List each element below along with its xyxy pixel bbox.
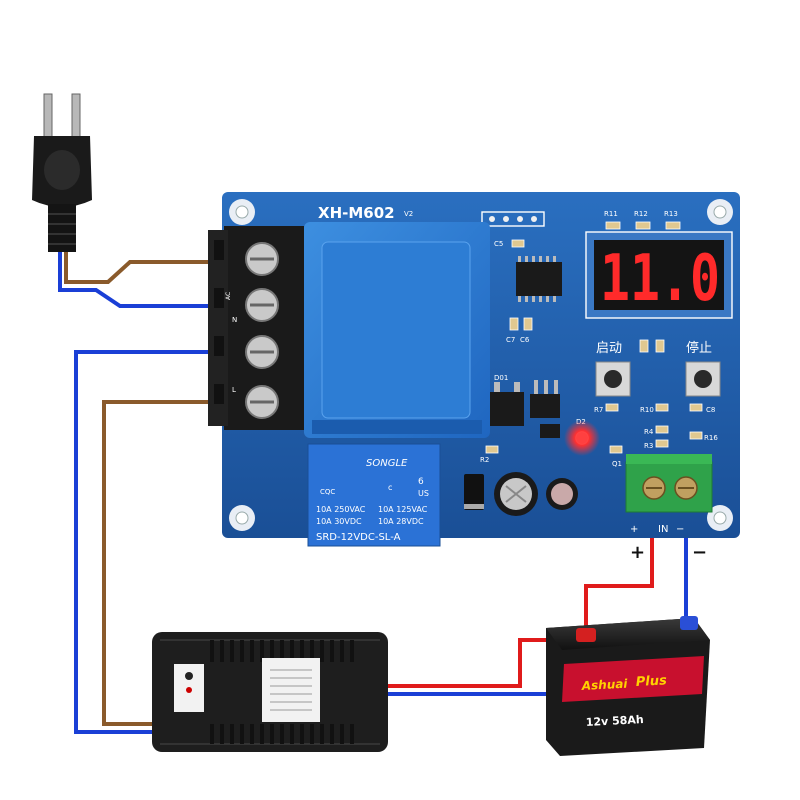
label-c7: C7: [506, 336, 515, 344]
label-q1: Q1: [612, 460, 622, 468]
label-r7: R7: [594, 406, 603, 414]
term-label-l: L: [232, 386, 236, 394]
plug-prong-right: [71, 93, 81, 139]
term-label-ac: AC: [225, 292, 232, 300]
dc-terminal-block: [625, 454, 713, 513]
red-wire-in-plus: [584, 500, 654, 640]
battery-brand-b: Plus: [635, 673, 667, 690]
label-c5: C5: [494, 240, 503, 248]
blue-wire-adapter-in: [74, 350, 258, 734]
adapter-vents: [210, 640, 354, 744]
label-r16: R16: [704, 434, 718, 442]
label-r2: R2: [480, 456, 489, 464]
regulator: [490, 382, 524, 426]
battery-terminal-plus[interactable]: [576, 628, 596, 642]
relay-us-mark: US: [418, 489, 429, 498]
label-r3: R3: [644, 442, 653, 450]
component-labels: R11 R12 R13 C5 C7 C6 D01 D2 R7 R10 C8 R4…: [470, 210, 718, 486]
battery-terminal-minus[interactable]: [680, 616, 698, 630]
power-adapter: [152, 632, 388, 752]
relay-model: SRD-12VDC-SL-A: [316, 532, 401, 543]
display-value: 11.0: [600, 242, 720, 316]
label-c8: C8: [706, 406, 715, 414]
board-model-label: XH-M602: [318, 204, 395, 222]
label-r12: R12: [634, 210, 648, 218]
brown-wire-ac: [64, 250, 258, 284]
capacitor-small: [546, 478, 578, 510]
label-c6: C6: [520, 336, 530, 344]
relay-line2a: 10A 30VDC: [316, 517, 362, 526]
relay: SONGLE CQC c US 6 10A 250VAC 10A 125VAC …: [307, 443, 441, 547]
start-button[interactable]: [595, 361, 631, 397]
diode-d1: [464, 474, 484, 510]
relay-line1b: 10A 125VAC: [378, 505, 428, 514]
ac-plug: [32, 93, 92, 252]
car-battery: Ashuai Plus 12v 58Ah: [546, 616, 710, 756]
start-label: 启动: [596, 341, 622, 356]
stop-button[interactable]: [685, 361, 721, 397]
board-version-label: V2: [404, 210, 413, 218]
button-group: 启动 停止: [595, 340, 721, 397]
label-r4: R4: [644, 428, 654, 436]
ic-chip: [516, 256, 562, 302]
brown-wire-adapter-in: [102, 400, 258, 726]
mounting-holes: [229, 199, 733, 531]
transistor: [530, 380, 560, 418]
status-led: [564, 420, 600, 456]
terminal-screws: [245, 242, 279, 419]
voltage-display: 11.0: [585, 231, 733, 319]
header-pins: [481, 211, 545, 227]
plus-label: +: [630, 542, 645, 563]
term-label-n: N: [232, 316, 237, 324]
transformer: [304, 222, 490, 438]
relay-c-mark: c: [388, 483, 392, 492]
battery-label-band: [562, 656, 704, 702]
relay-cqc: CQC: [320, 488, 335, 496]
battery-brand-a: Ashuai: [580, 677, 628, 693]
plug-prong-left: [43, 93, 53, 139]
ac-terminal-block: AC N L: [208, 226, 304, 430]
capacitor-large: [494, 472, 538, 516]
battery-spec: 12v 58Ah: [585, 713, 644, 729]
label-d01: D01: [494, 374, 508, 382]
control-board: XH-M602 V2: [208, 192, 740, 547]
label-r13: R13: [664, 210, 678, 218]
in-plus-silk: +: [630, 524, 638, 535]
blue-wire-ac: [58, 250, 258, 308]
stop-label: 停止: [686, 340, 712, 356]
relay-line1a: 10A 250VAC: [316, 505, 366, 514]
minus-label: −: [692, 542, 707, 563]
label-r10: R10: [640, 406, 654, 414]
adapter-spec-label: [262, 658, 320, 722]
smd-components: [485, 221, 703, 454]
relay-six: 6: [418, 477, 424, 487]
in-label: IN: [658, 524, 668, 535]
relay-brand: SONGLE: [366, 458, 408, 469]
smd-diode: [540, 424, 560, 438]
relay-line2b: 10A 28VDC: [378, 517, 424, 526]
label-r11: R11: [604, 210, 618, 218]
in-minus-silk: −: [676, 524, 684, 535]
